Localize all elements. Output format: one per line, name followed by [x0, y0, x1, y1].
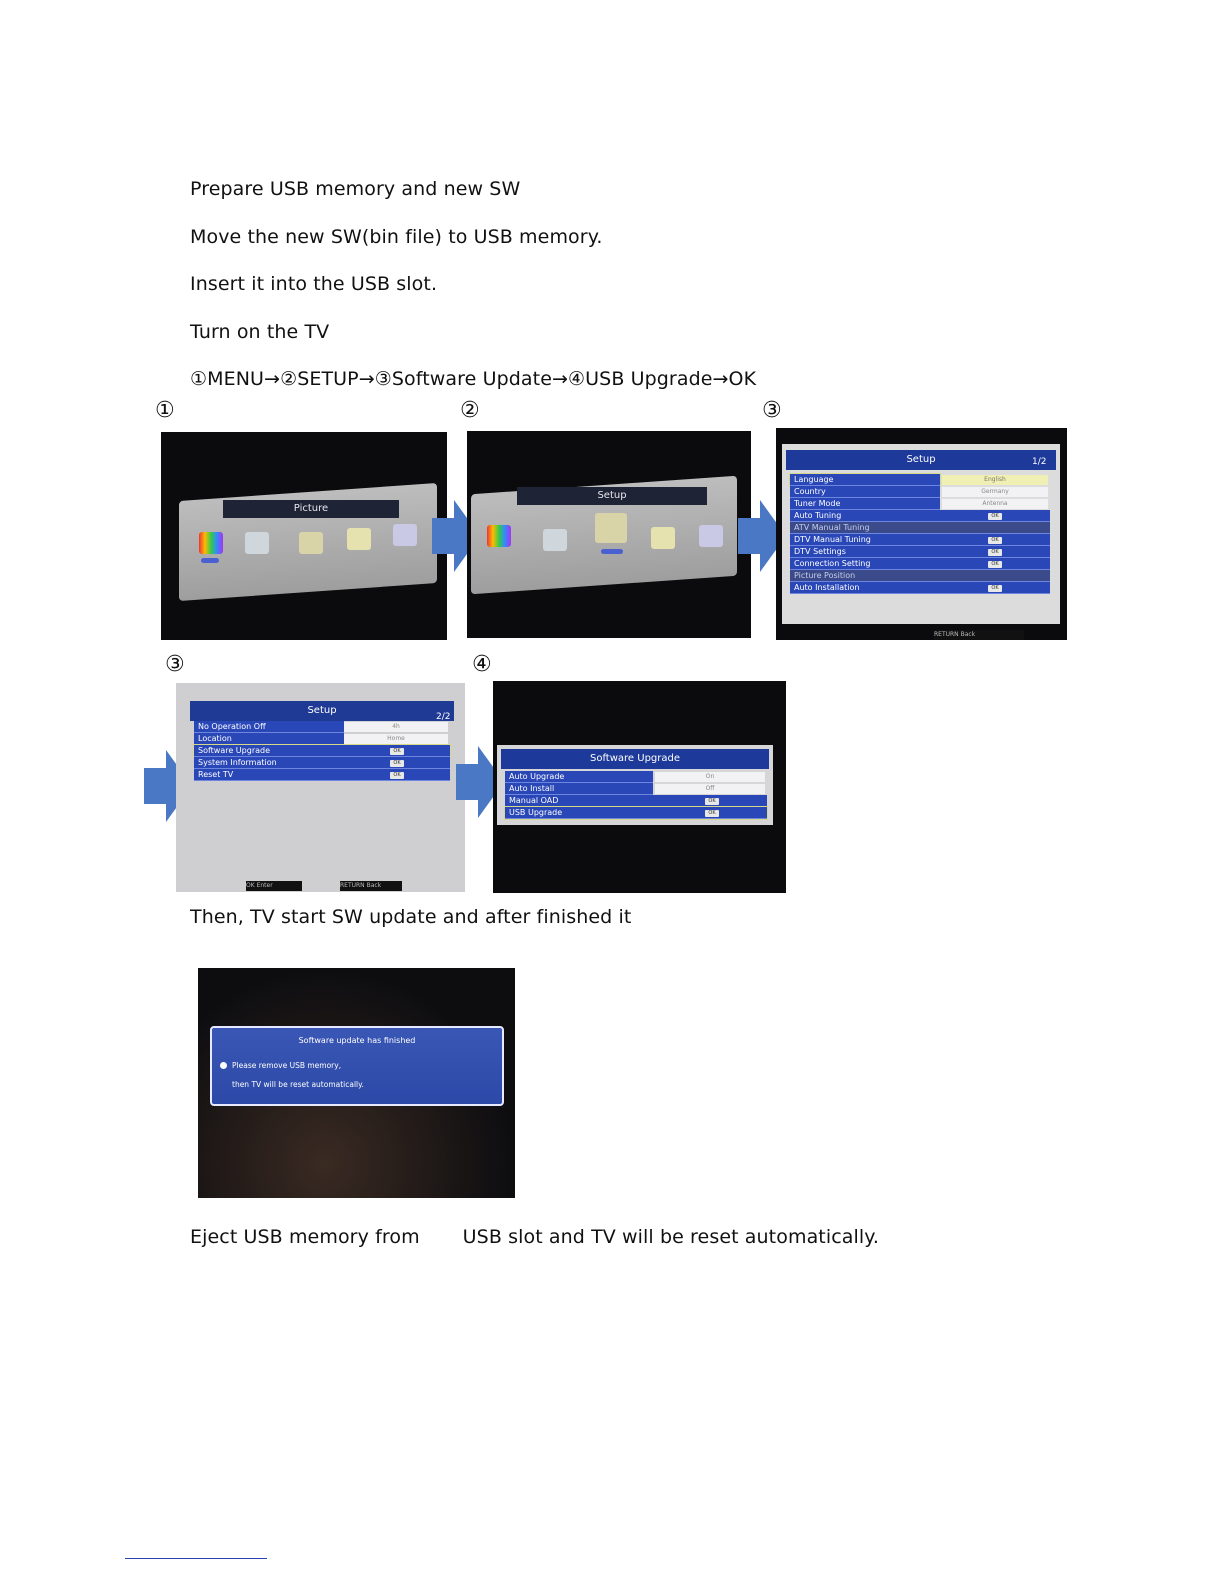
favorite-icon	[347, 528, 371, 550]
setup-icon	[299, 532, 323, 554]
favorite-icon	[651, 527, 675, 549]
value-auto-upgrade: On	[655, 772, 765, 782]
footer-enter-hint: OK Enter	[246, 881, 302, 891]
ok-badge: OK	[705, 798, 719, 805]
step-insert: Insert it into the USB slot.	[190, 273, 438, 295]
marker-3b: ③	[165, 652, 185, 677]
dialog-line-1: Please remove USB memory,	[232, 1061, 342, 1070]
page-indicator: 2/2	[436, 712, 451, 722]
selection-indicator	[201, 558, 219, 563]
menu-row[interactable]: Reset TV	[194, 769, 450, 781]
value-auto-install: Off	[655, 784, 765, 794]
menu-row[interactable]: Country	[790, 486, 940, 498]
step-update-start: Then, TV start SW update and after finis…	[190, 906, 632, 928]
step-move-file: Move the new SW(bin file) to USB memory.	[190, 226, 603, 248]
menu-row[interactable]: Connection Setting	[790, 558, 1050, 570]
step-eject: Eject USB memory from USB slot and TV wi…	[190, 1226, 880, 1248]
dialog-line-2: then TV will be reset automatically.	[232, 1080, 364, 1089]
ok-badge: OK	[988, 549, 1002, 556]
menu-row[interactable]: System Information	[194, 757, 450, 769]
marker-4: ④	[472, 652, 492, 677]
arrow-right-icon	[456, 746, 504, 818]
ok-badge: OK	[390, 748, 404, 755]
picture-icon	[199, 532, 223, 554]
arrow-right-icon	[738, 500, 786, 572]
menu-row[interactable]: Auto Tuning	[790, 510, 1050, 522]
value-country: Germany	[942, 487, 1048, 497]
ok-badge: OK	[988, 537, 1002, 544]
menu-row[interactable]: ATV Manual Tuning	[790, 522, 1050, 534]
value-language: English	[942, 475, 1048, 485]
menu-row[interactable]: Manual OAD	[505, 795, 767, 807]
menu-row[interactable]: Tuner Mode	[790, 498, 940, 510]
selection-indicator	[601, 549, 623, 554]
menu-row[interactable]: Auto Upgrade	[505, 771, 653, 783]
picture-icon	[487, 525, 511, 547]
marker-1: ①	[155, 398, 175, 423]
tools-icon	[699, 525, 723, 547]
ok-badge: OK	[705, 810, 719, 817]
footer-rule	[125, 1558, 267, 1559]
tools-icon	[393, 524, 417, 546]
photo-software-upgrade: Software Upgrade Auto Upgrade Auto Insta…	[493, 681, 786, 893]
ok-badge: OK	[988, 561, 1002, 568]
menu-row-usb-upgrade[interactable]: USB Upgrade	[504, 806, 768, 820]
menu-row[interactable]: Auto Install	[505, 783, 653, 795]
photo-setup-page1: Setup 1/2 Language Country Tuner Mode En…	[776, 428, 1067, 640]
photo-setup-page2: Setup 2/2 No Operation Off Location 4h H…	[176, 683, 465, 892]
menu-row[interactable]: No Operation Off	[194, 721, 344, 733]
photo-main-menu: Picture	[161, 432, 447, 640]
sound-icon	[543, 529, 567, 551]
panel-title: Setup	[190, 701, 454, 721]
page-indicator: 1/2	[1032, 457, 1047, 467]
menu-row[interactable]: Location	[194, 733, 344, 745]
value-location: Home	[344, 734, 448, 744]
menu-title: Setup	[517, 487, 707, 505]
ok-badge: OK	[390, 772, 404, 779]
menu-row[interactable]: DTV Settings	[790, 546, 1050, 558]
footer-back-hint: RETURN Back	[340, 881, 402, 891]
panel-title: Setup	[786, 450, 1056, 470]
setup-icon	[595, 513, 627, 543]
menu-row[interactable]: Auto Installation	[790, 582, 1050, 594]
ok-badge: OK	[988, 585, 1002, 592]
menu-row[interactable]: Software Upgrade	[193, 744, 451, 758]
marker-2: ②	[460, 398, 480, 423]
info-icon	[220, 1062, 227, 1069]
finished-dialog: Software update has finished Please remo…	[210, 1026, 504, 1106]
arrow-right-icon	[432, 500, 480, 572]
ok-badge: OK	[390, 760, 404, 767]
step-menu-path: ①MENU→②SETUP→③Software Update→④USB Upgra…	[190, 368, 757, 390]
menu-row[interactable]: Language	[789, 473, 941, 487]
menu-row[interactable]: Picture Position	[790, 570, 1050, 582]
menu-row[interactable]: DTV Manual Tuning	[790, 534, 1050, 546]
value-tuner: Antenna	[942, 499, 1048, 509]
dialog-title: Software update has finished	[298, 1036, 416, 1045]
footer-hint: RETURN Back	[934, 630, 1024, 640]
arrow-right-icon	[144, 750, 192, 822]
photo-setup-menu: Setup	[467, 431, 751, 638]
value-no-operation: 4h	[344, 722, 448, 732]
ok-badge: OK	[988, 513, 1002, 520]
panel-title: Software Upgrade	[501, 749, 769, 769]
step-turn-on: Turn on the TV	[190, 321, 330, 343]
photo-update-finished: Software update has finished Please remo…	[198, 968, 515, 1198]
menu-title: Picture	[223, 500, 399, 518]
step-prepare: Prepare USB memory and new SW	[190, 178, 521, 200]
sound-icon	[245, 532, 269, 554]
marker-3: ③	[762, 398, 782, 423]
